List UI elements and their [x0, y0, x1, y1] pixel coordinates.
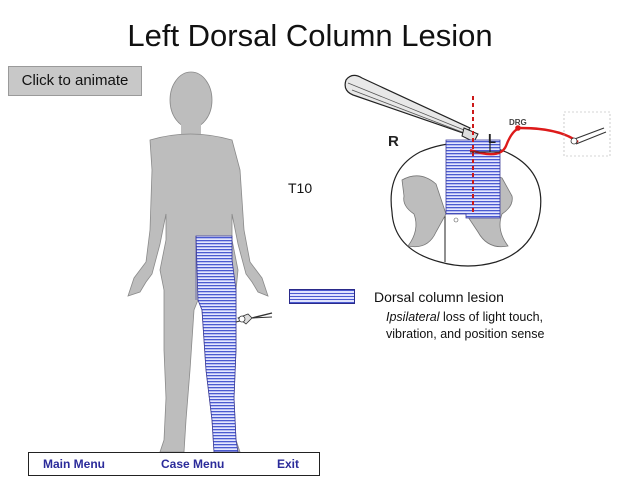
- case-menu-link[interactable]: Case Menu: [161, 457, 225, 471]
- drg-label: DRG: [509, 118, 527, 127]
- level-label: T10: [288, 180, 313, 196]
- cord-lesion-area: [445, 139, 501, 219]
- right-side-label: R: [388, 133, 399, 150]
- leg-probe: [235, 312, 273, 325]
- drg-probe: [563, 111, 611, 157]
- slide-title: Left Dorsal Column Lesion: [127, 18, 493, 53]
- navigation-menu: Main Menu Case Menu Exit: [28, 452, 320, 476]
- legend-swatch: [289, 289, 355, 304]
- dorsal-root-pathway: [469, 125, 579, 156]
- leg-lesion-area: [195, 235, 239, 453]
- legend-text: loss of light touch, vibration, and posi…: [386, 310, 545, 341]
- legend-emphasis: Ipsilateral: [386, 310, 440, 324]
- main-menu-link[interactable]: Main Menu: [43, 457, 105, 471]
- scalpel: [344, 74, 479, 143]
- legend-title: Dorsal column lesion: [374, 289, 504, 305]
- exit-link[interactable]: Exit: [277, 457, 300, 471]
- legend-description: Ipsilateral loss of light touch, vibrati…: [386, 309, 586, 343]
- left-side-label: L: [488, 131, 496, 146]
- animate-button[interactable]: Click to animate: [8, 66, 142, 96]
